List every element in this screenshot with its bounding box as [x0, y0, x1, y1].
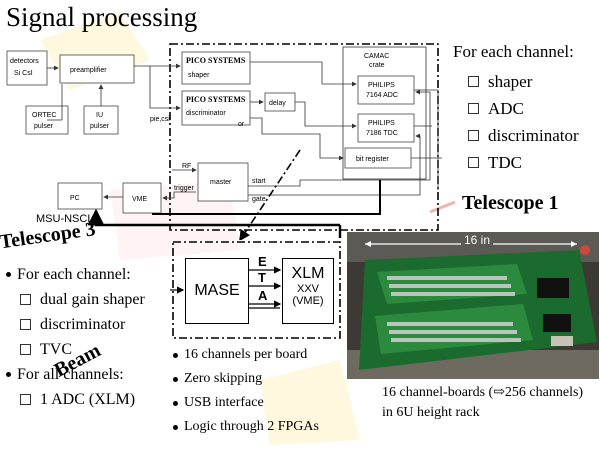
- nim-crate-frame: [169, 43, 439, 231]
- master-box: [197, 162, 249, 202]
- bullet-dot-icon: [6, 272, 11, 277]
- list-item: Logic through 2 FPGAs: [173, 415, 319, 439]
- pico-discriminator-or: or: [238, 121, 245, 128]
- bit-register-label: bit register: [356, 156, 389, 163]
- xlm-module-box: XLM XXV (VME): [282, 258, 334, 324]
- detectors-sublabel: Si CsI: [14, 70, 33, 77]
- vme-box: [122, 182, 162, 214]
- pico-shaper-box: [181, 51, 251, 85]
- readout-schematic: detectors Si CsI preamplifier ORTEC puls…: [6, 43, 442, 240]
- pico-discriminator-sublabel: discriminator: [186, 110, 226, 117]
- checkbox-square-icon: [468, 130, 479, 141]
- philips-tdc-label: PHILIPS: [368, 120, 395, 127]
- iu-sublabel: pulser: [90, 123, 110, 130]
- delay-label: delay: [269, 100, 286, 107]
- right-panel-list: shaper ADC discriminator TDC: [468, 68, 579, 176]
- pc-box: [57, 182, 103, 210]
- xlm-sublabel: XXV: [296, 283, 319, 295]
- board-photo: 16 in: [347, 232, 599, 379]
- bullet-dot-icon: [173, 424, 178, 430]
- master-label: master: [210, 179, 232, 186]
- right-list-item: shaper: [468, 68, 579, 95]
- list-item: For all channels:: [6, 362, 145, 387]
- page-title: Signal processing: [6, 2, 198, 32]
- list-item: discriminator: [6, 312, 145, 337]
- preamplifier-label: preamplifier: [70, 67, 107, 74]
- checkbox-square-icon: [468, 157, 479, 168]
- iu-pulser-box: [83, 105, 119, 135]
- msu-nscl-label: MSU-NSCL: [36, 213, 93, 225]
- right-list-item: ADC: [468, 95, 579, 122]
- pc-label: PC: [70, 195, 80, 202]
- checkbox-square-icon: [20, 344, 31, 355]
- xlm-label: XLM: [291, 265, 325, 282]
- hira-feature-list: For each channel: dual gain shaper discr…: [6, 262, 145, 412]
- watermark-telescope-1: Telescope 1: [462, 192, 558, 214]
- camac-label: CAMAC: [364, 53, 389, 60]
- right-list-item: discriminator: [468, 122, 579, 149]
- boards-caption: 16 channel-boards (⇨256 channels) in 6U …: [382, 383, 583, 423]
- pico-shaper-label: PICO SYSTEMS: [186, 56, 246, 65]
- detectors-box: [6, 50, 48, 86]
- philips-tdc-box: [357, 113, 415, 143]
- pie-csi-label: pie,csi: [150, 116, 170, 123]
- boards-caption-line-1: 16 channel-boards (⇨256 channels): [382, 385, 584, 400]
- mase-chip-box: MASE: [185, 258, 249, 324]
- checkbox-square-icon: [20, 294, 31, 305]
- philips-adc-box: [357, 75, 415, 105]
- list-item: TVC: [6, 337, 145, 362]
- philips-adc-sublabel: 7164 ADC: [366, 92, 398, 99]
- bullet-dot-icon: [6, 372, 11, 377]
- bullet-dot-icon: [173, 376, 178, 382]
- right-list-item: TDC: [468, 149, 579, 176]
- philips-tdc-sublabel: 7186 TDC: [366, 130, 398, 137]
- list-item: Zero skipping: [173, 367, 319, 391]
- ortec-label: ORTEC: [32, 112, 56, 119]
- checkbox-square-icon: [20, 319, 31, 330]
- rf-label: RF: [182, 163, 191, 170]
- right-panel-heading: For each channel:: [453, 42, 574, 61]
- gate-label: gate: [252, 196, 266, 203]
- checkbox-square-icon: [468, 76, 479, 87]
- camac-sublabel: crate: [369, 62, 385, 69]
- mase-label: MASE: [194, 282, 240, 299]
- mase-feature-list: 16 channels per board Zero skipping USB …: [173, 343, 319, 439]
- pico-discriminator-label: PICO SYSTEMS: [186, 95, 246, 104]
- iu-label: IU: [96, 112, 103, 119]
- camac-crate-frame: [342, 46, 427, 180]
- signal-e-label: E: [258, 254, 267, 269]
- pico-shaper-sublabel: shaper: [188, 72, 210, 79]
- detectors-label: detectors: [10, 58, 39, 65]
- vme-label: VME: [132, 196, 148, 203]
- boards-caption-line-2: in 6U height rack: [382, 405, 480, 420]
- preamplifier-box: [59, 54, 135, 84]
- list-item: For each channel:: [6, 262, 145, 287]
- trigger-label: trigger: [174, 185, 195, 192]
- list-item: 16 channels per board: [173, 343, 319, 367]
- signal-t-label: T: [258, 270, 266, 285]
- signal-a-label: A: [258, 288, 268, 303]
- xlm-vme-label: (VME): [292, 295, 324, 307]
- bullet-dot-icon: [173, 400, 178, 406]
- checkbox-square-icon: [20, 394, 31, 405]
- checkbox-square-icon: [468, 103, 479, 114]
- dimension-label: 16 in: [461, 233, 494, 247]
- hollow-arrow-icon: ⇨: [493, 385, 505, 400]
- list-item: 1 ADC (XLM): [6, 387, 145, 412]
- philips-adc-label: PHILIPS: [368, 82, 395, 89]
- start-label: start: [252, 178, 266, 185]
- list-item: dual gain shaper: [6, 287, 145, 312]
- list-item: USB interface: [173, 391, 319, 415]
- bullet-dot-icon: [173, 352, 178, 358]
- pico-discriminator-box: [181, 90, 251, 126]
- ortec-sublabel: pulser: [34, 123, 54, 130]
